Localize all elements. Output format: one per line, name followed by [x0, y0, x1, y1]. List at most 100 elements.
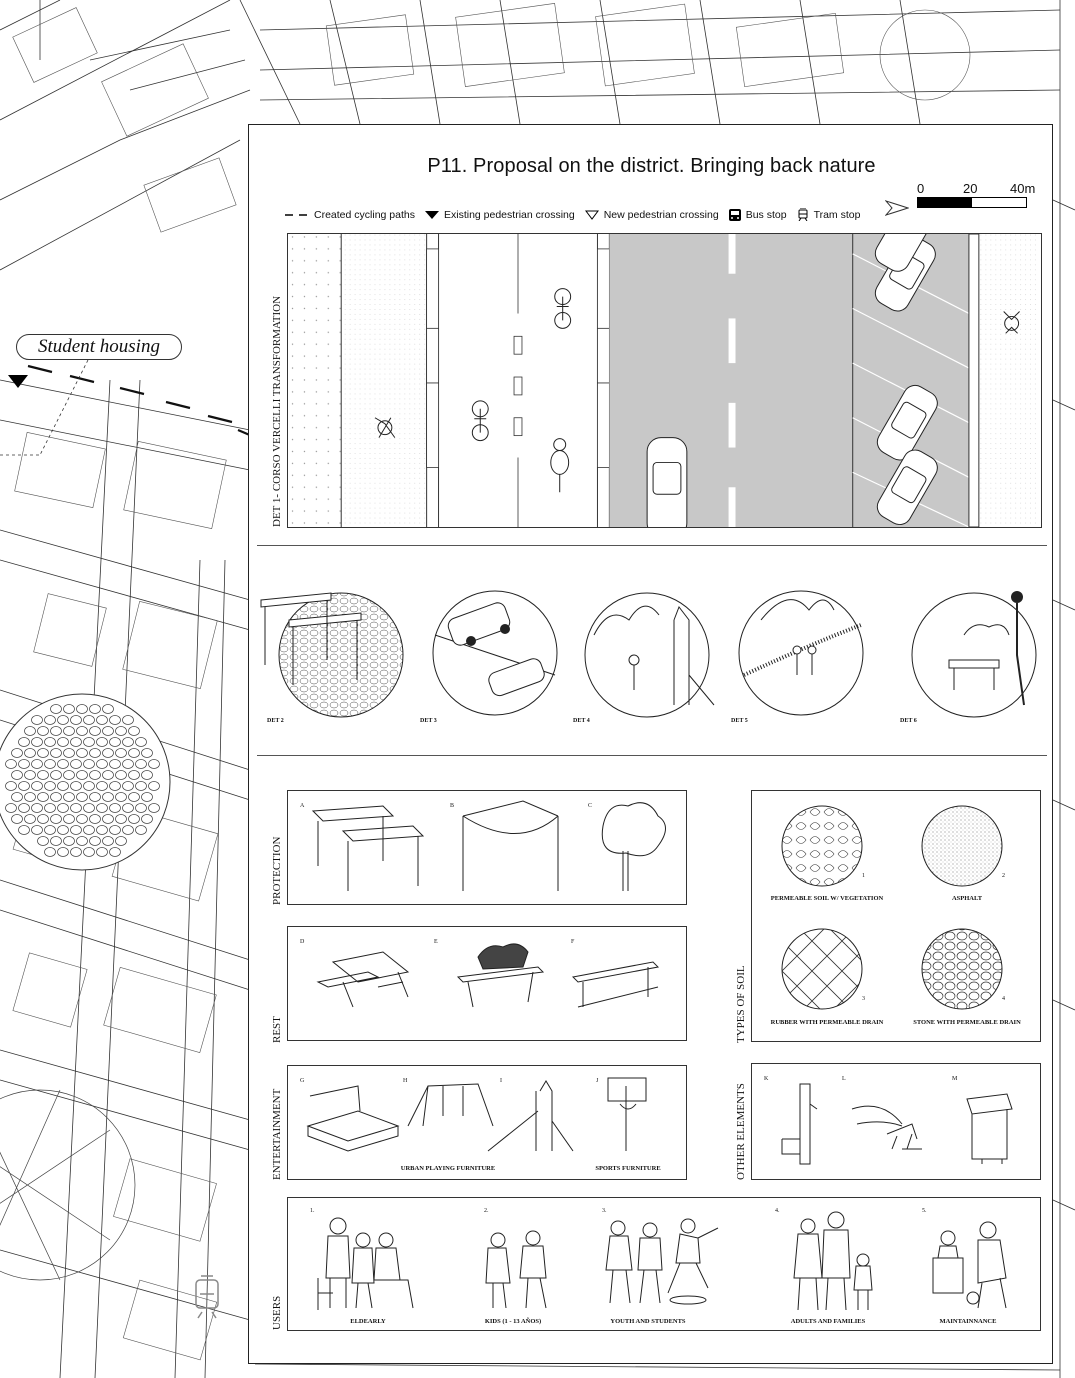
bike-lane-markings: [513, 234, 523, 527]
filled-triangle-icon: [424, 210, 439, 220]
stone-pebble: [128, 748, 140, 758]
stone-pebble: [76, 836, 88, 846]
stone-pebble: [57, 715, 69, 725]
stone-pebble: [44, 803, 56, 813]
stone-pebble: [50, 836, 62, 846]
stone-pebble: [50, 792, 62, 802]
det-4-playground: [584, 592, 715, 718]
category-label-soil: TYPES OF SOIL: [735, 965, 747, 1043]
other-box: K L M: [751, 1063, 1041, 1180]
stone-pebble: [44, 759, 56, 769]
student-housing-label: Student housing: [16, 334, 182, 360]
item-letter: K: [764, 1076, 769, 1082]
det-label: DET 3: [420, 718, 437, 724]
stone-pebble: [24, 792, 36, 802]
stone-pebble: [135, 803, 147, 813]
stone-pebble: [102, 792, 114, 802]
stone-pebble: [57, 781, 69, 791]
stone-pebble: [96, 803, 108, 813]
sidewalk: [341, 234, 427, 527]
legend-bus: Bus stop: [728, 208, 787, 221]
det-label: DET 6: [900, 718, 917, 724]
stone-pebble: [70, 715, 82, 725]
stone-pebble: [102, 770, 114, 780]
stone-pebble: [109, 781, 121, 791]
stone-pebble: [24, 770, 36, 780]
item-letter: E: [434, 939, 438, 945]
stone-pebble: [96, 737, 108, 747]
stone-pebble: [89, 748, 101, 758]
roadway: [609, 234, 853, 527]
stone-pebble: [44, 781, 56, 791]
bus-icon: [728, 208, 741, 221]
stone-pebble: [115, 814, 127, 824]
user-caption: KIDS (1 - 13 AÑOS): [484, 1318, 542, 1325]
stone-pebble: [31, 715, 43, 725]
stone-pebble: [18, 759, 30, 769]
stone-pebble: [109, 803, 121, 813]
stone-pebble: [109, 825, 121, 835]
item-letter: M: [952, 1076, 958, 1082]
stone-pebble: [18, 737, 30, 747]
legend-label: Existing pedestrian crossing: [443, 208, 575, 221]
soil-num: 2: [1002, 873, 1005, 879]
stone-pebble: [148, 781, 160, 791]
legend-new-crossing: New pedestrian crossing: [584, 209, 719, 221]
soil-num: 3: [862, 996, 865, 1002]
stone-pebble: [141, 792, 153, 802]
stone-pebble: [89, 792, 101, 802]
stone-pebble: [128, 792, 140, 802]
stone-pebble: [83, 715, 95, 725]
section-label: DET 1- CORSO VERCELLI TRANSFORMATION: [271, 295, 283, 527]
user-num: 4.: [775, 1208, 780, 1214]
cyclists-and-pedestrians: [374, 288, 1020, 493]
stone-pebble: [128, 726, 140, 736]
entertainment-drawings: [306, 1077, 647, 1152]
stone-pebble: [102, 726, 114, 736]
stone-pebble: [5, 781, 17, 791]
stone-pebble: [5, 759, 17, 769]
item-letter: D: [300, 939, 305, 945]
stone-pebble: [109, 847, 121, 857]
stone-pebble: [44, 847, 56, 857]
stone-pebble: [37, 748, 49, 758]
map-cycling-path: [27, 364, 253, 438]
soil-swatches: [781, 805, 1003, 1010]
map-crossing-marker: [8, 375, 28, 388]
stone-pebble: [37, 726, 49, 736]
scale-bar: 0 20 40m: [917, 181, 1035, 208]
stone-pebble: [115, 748, 127, 758]
stone-pebble: [63, 704, 75, 714]
stone-pebble: [83, 825, 95, 835]
item-letter: A: [300, 803, 305, 809]
scale-tick-40: 40m: [1010, 181, 1036, 196]
stone-pebble: [122, 715, 134, 725]
lane-dashes: [728, 234, 736, 527]
outline-triangle-icon: [584, 210, 599, 220]
stone-pebble: [18, 803, 30, 813]
stone-pebble: [83, 847, 95, 857]
scale-tick-20: 20: [963, 181, 978, 196]
stone-pebble: [122, 759, 134, 769]
permeable-strip: [289, 234, 342, 527]
stone-pebble: [102, 836, 114, 846]
sheet-title: P11. Proposal on the district. Bringing …: [427, 155, 876, 177]
det-5-path: [738, 590, 864, 716]
stone-pebble: [76, 726, 88, 736]
stone-pebble: [63, 726, 75, 736]
item-letter: L: [842, 1076, 846, 1082]
legend-tram: Tram stop: [797, 208, 860, 221]
stone-pebble: [18, 825, 30, 835]
stone-pebble: [135, 781, 147, 791]
det-label: DET 2: [267, 718, 284, 724]
stone-pebble: [148, 803, 160, 813]
stone-pebble: [31, 737, 43, 747]
stone-pebble: [11, 814, 23, 824]
legend-existing-crossing: Existing pedestrian crossing: [424, 208, 575, 221]
stone-pebble: [37, 814, 49, 824]
stone-pebble: [5, 803, 17, 813]
stone-pebble: [102, 748, 114, 758]
det-label: DET 5: [731, 718, 748, 724]
stone-pebble: [115, 836, 127, 846]
divider: [257, 545, 1047, 546]
